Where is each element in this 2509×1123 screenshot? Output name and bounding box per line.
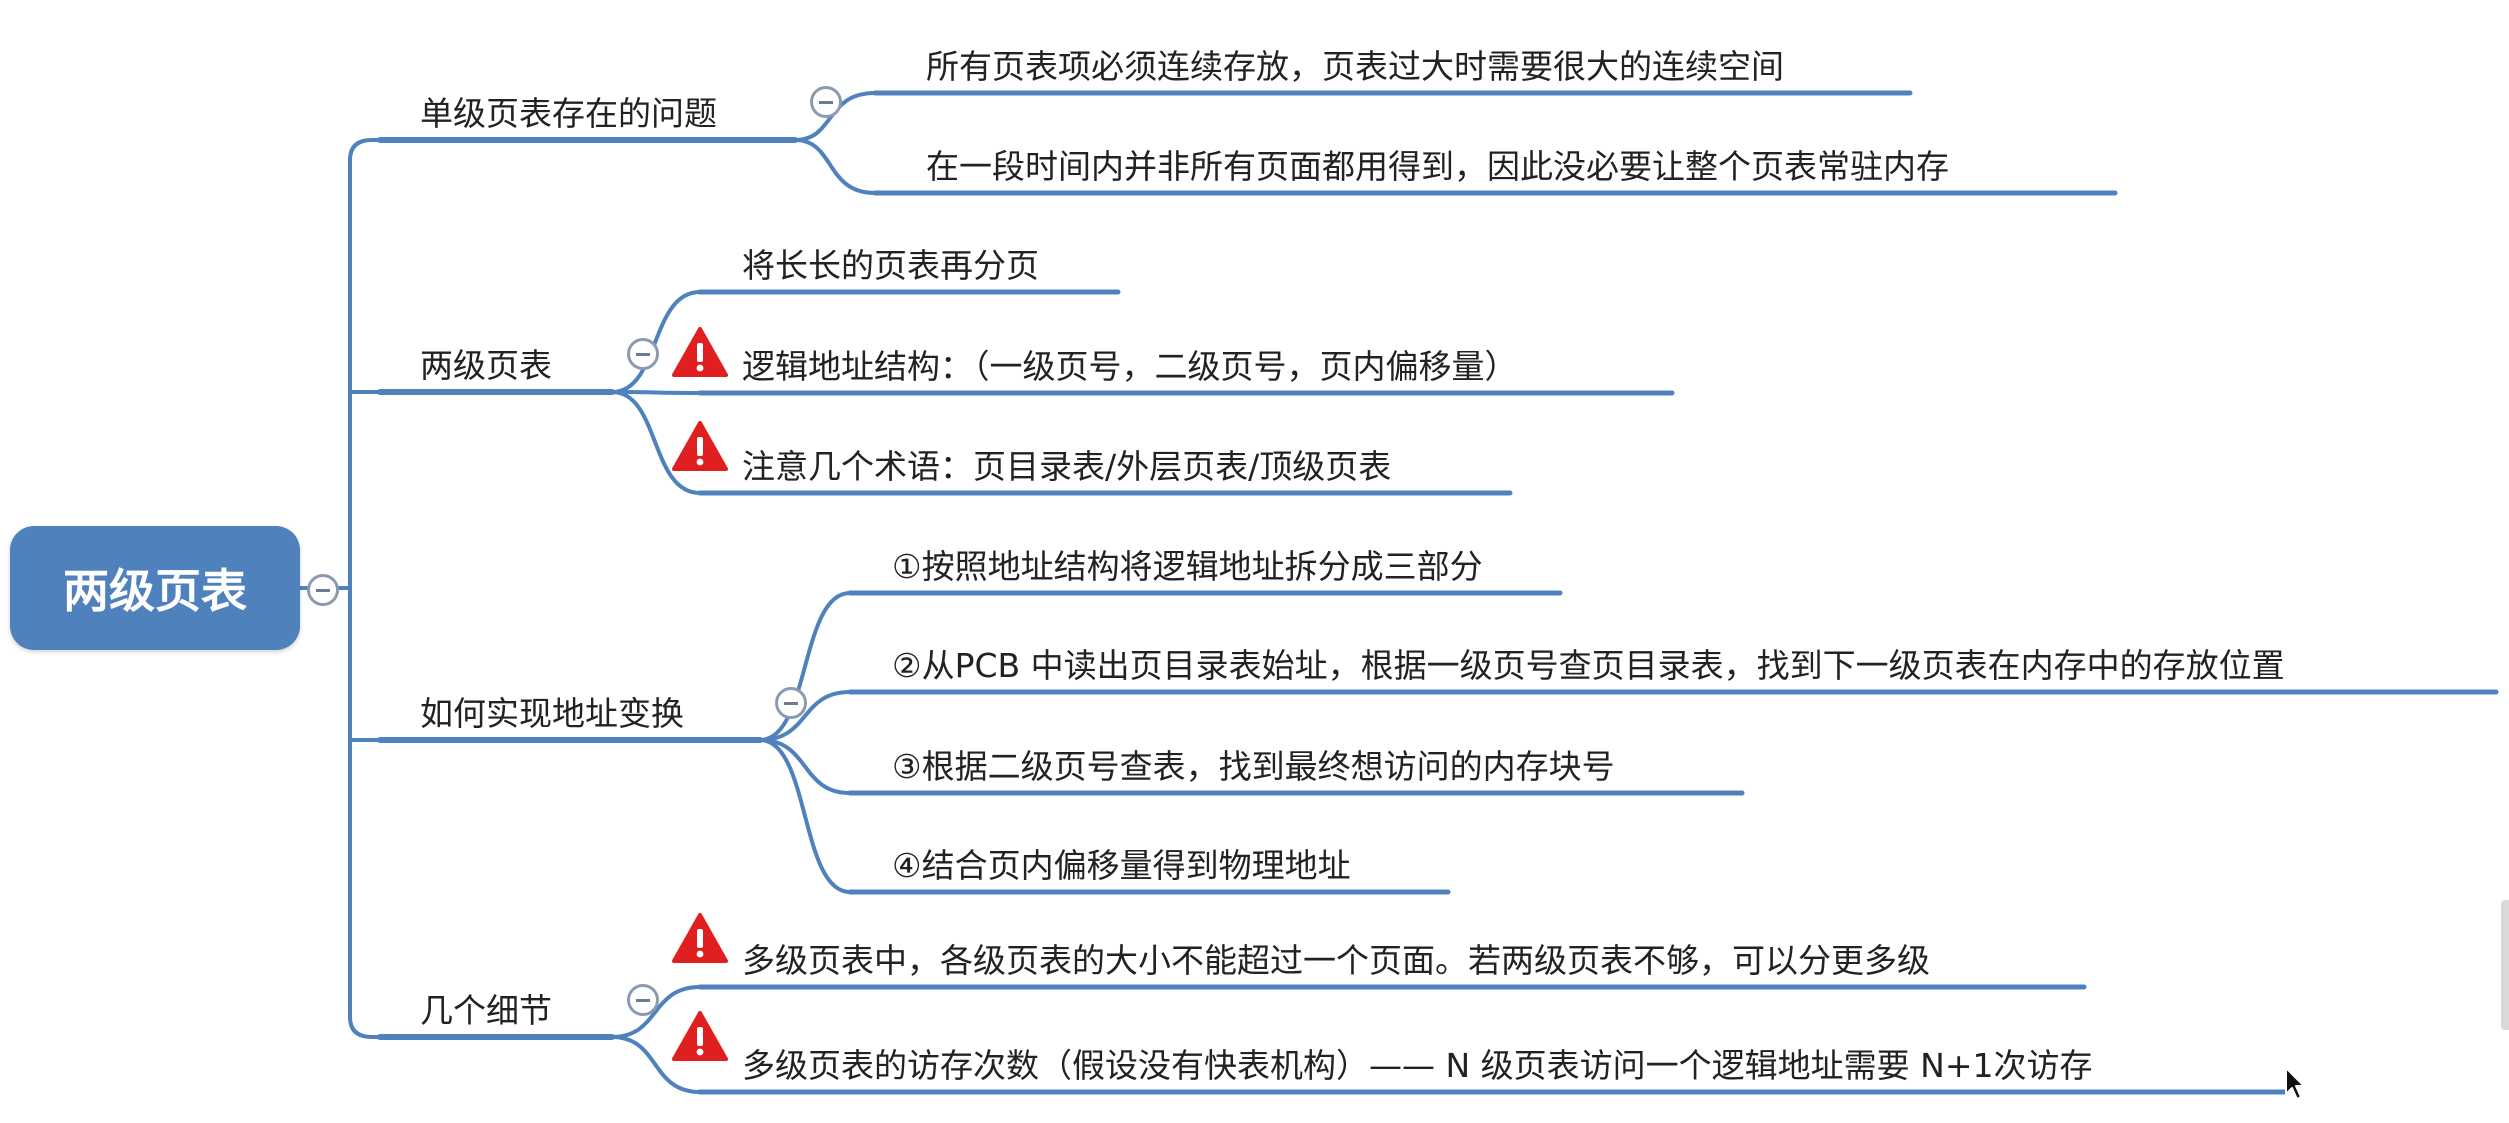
branch-label-two-level-page-table[interactable]: 两级页表 <box>420 346 552 385</box>
leaf-step-2[interactable]: ②从PCB 中读出页目录表始址，根据一级页号查页目录表，找到下一级页表在内存中的… <box>892 646 2285 685</box>
branch-label-single-level-problems[interactable]: 单级页表存在的问题 <box>420 94 717 133</box>
warning-triangle-icon <box>672 1011 728 1061</box>
leaf-logical-address-structure[interactable]: 逻辑地址结构：（一级页号，二级页号，页内偏移量） <box>742 347 1518 386</box>
leaf-terminology[interactable]: 注意几个术语：页目录表/外层页表/顶级页表 <box>742 447 1392 486</box>
collapse-minus-icon[interactable] <box>810 86 842 118</box>
window-edge-strip <box>2501 900 2509 1030</box>
branch-to-leaf-connector <box>758 690 852 742</box>
mouse-cursor-icon <box>2285 1067 2305 1100</box>
warning-triangle-icon <box>672 421 728 471</box>
spine-up <box>348 138 382 590</box>
branch-to-leaf-connector <box>610 1035 702 1094</box>
leaf-not-all-pages-used[interactable]: 在一段时间内并非所有页面都用得到，因此没必要让整个页表常驻内存 <box>926 147 1949 186</box>
branch-to-leaf-connector <box>793 138 877 195</box>
branch-to-leaf-connector <box>610 390 702 495</box>
collapse-minus-icon[interactable] <box>627 338 659 370</box>
branch-to-leaf-connector <box>758 591 852 742</box>
leaf-step-3[interactable]: ③根据二级页号查表，找到最终想访问的内存块号 <box>892 747 1615 786</box>
collapse-minus-icon[interactable] <box>307 574 339 606</box>
branch-to-leaf-connector <box>610 290 702 394</box>
leaf-memory-access-count[interactable]: 多级页表的访存次数（假设没有快表机构）—— N 级页表访问一个逻辑地址需要 N+… <box>742 1046 2093 1085</box>
branch-to-leaf-connector <box>610 985 702 1039</box>
collapse-minus-icon[interactable] <box>627 984 659 1016</box>
root-node-label: 两级页表 <box>63 564 247 618</box>
root-node[interactable]: 两级页表 <box>10 526 300 650</box>
leaf-paging-the-page-table[interactable]: 将长长的页表再分页 <box>742 246 1039 285</box>
leaf-step-4[interactable]: ④结合页内偏移量得到物理地址 <box>892 846 1351 885</box>
warning-triangle-icon <box>672 913 728 963</box>
branch-label-address-translation[interactable]: 如何实现地址变换 <box>420 694 684 733</box>
branch-to-leaf-connector <box>758 738 852 894</box>
leaf-page-table-size-limit[interactable]: 多级页表中，各级页表的大小不能超过一个页面。若两级页表不够，可以分更多级 <box>742 941 1930 980</box>
warning-triangle-icon <box>672 327 728 377</box>
leaf-contiguous-storage[interactable]: 所有页表项必须连续存放，页表过大时需要很大的连续空间 <box>926 47 1784 86</box>
branch-to-leaf-connector <box>610 390 702 395</box>
spine-down <box>348 586 382 1039</box>
branch-label-details[interactable]: 几个细节 <box>420 991 552 1030</box>
collapse-minus-icon[interactable] <box>775 687 807 719</box>
leaf-step-1[interactable]: ①按照地址结构将逻辑地址拆分成三部分 <box>892 547 1483 586</box>
branch-to-leaf-connector <box>758 738 852 795</box>
